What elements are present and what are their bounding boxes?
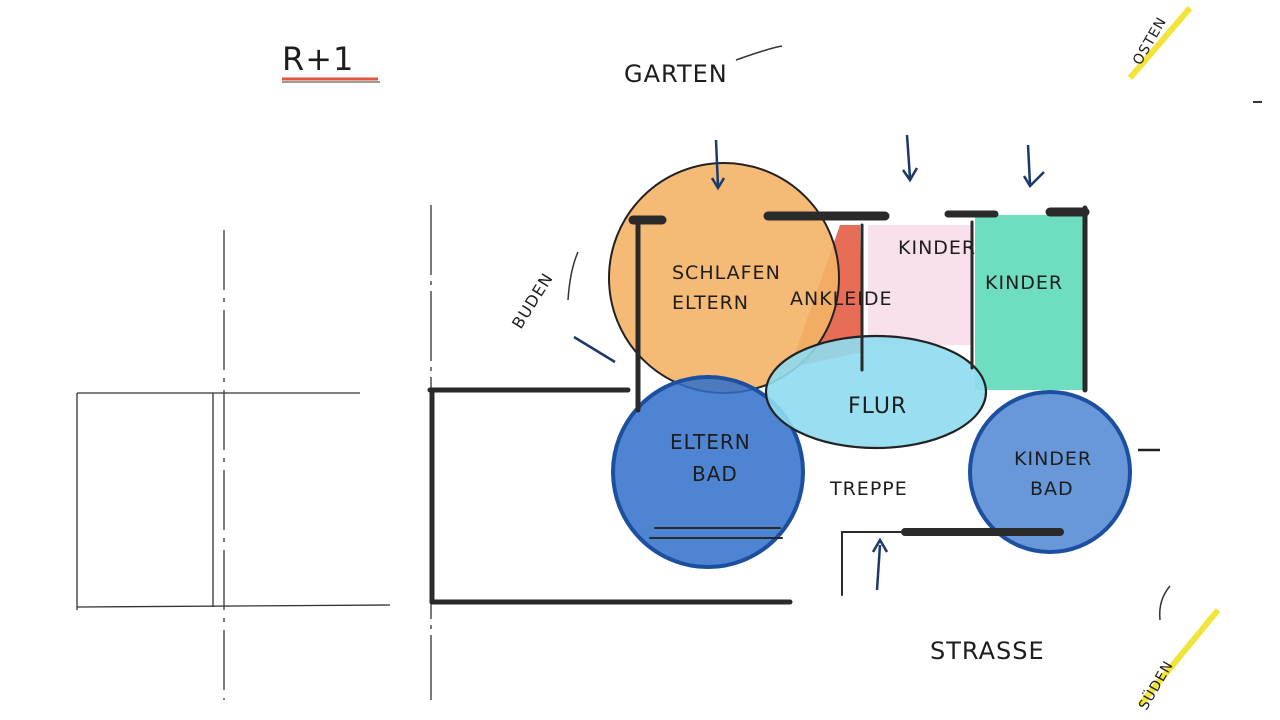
room-label-eltern-bad-1: ELTERN — [670, 430, 751, 454]
room-label-kinder-bad-1: KINDER — [1014, 448, 1093, 470]
room-label-treppe: TREPPE — [830, 478, 908, 500]
arrows — [573, 134, 1160, 591]
corner-markers — [1127, 6, 1262, 707]
room-label-kinder-bad-2: BAD — [1030, 478, 1074, 500]
kinder-2-fill — [975, 215, 1083, 390]
walls — [427, 205, 1090, 605]
south-label-strasse: STRASSE — [930, 637, 1045, 665]
arrow-schlafen-icon — [714, 139, 720, 187]
room-label-schlafen: SCHLAFEN — [672, 262, 781, 284]
arrow-kinder-2-icon — [1026, 144, 1032, 185]
zones — [608, 162, 1132, 569]
level-underline — [282, 77, 380, 83]
eltern-bad-circle — [613, 377, 803, 567]
room-label-kinder-1: KINDER — [898, 237, 977, 259]
arrow-west-icon — [573, 335, 616, 364]
wind-strokes — [567, 45, 1171, 621]
room-label-eltern: ELTERN — [672, 292, 749, 314]
room-label-kinder-2: KINDER — [985, 272, 1064, 294]
flur-outline — [764, 334, 988, 450]
north-label-garten: GARTEN — [624, 60, 728, 88]
kinder-bad-circle — [970, 392, 1130, 552]
left-plan-lines — [76, 205, 432, 700]
kinder-1-fill — [868, 225, 973, 345]
room-label-ankleide: ANKLEIDE — [790, 288, 893, 310]
arrow-entrance-icon — [875, 544, 882, 591]
eltern-bad-outline — [611, 375, 805, 569]
room-label-eltern-bad-2: BAD — [692, 462, 738, 486]
kinder-bad-outline — [968, 390, 1132, 554]
level-label: R+1 — [282, 40, 355, 78]
arrow-kinder-1-icon — [905, 134, 912, 179]
flur-ellipse — [766, 336, 986, 448]
room-label-flur: FLUR — [848, 394, 908, 419]
